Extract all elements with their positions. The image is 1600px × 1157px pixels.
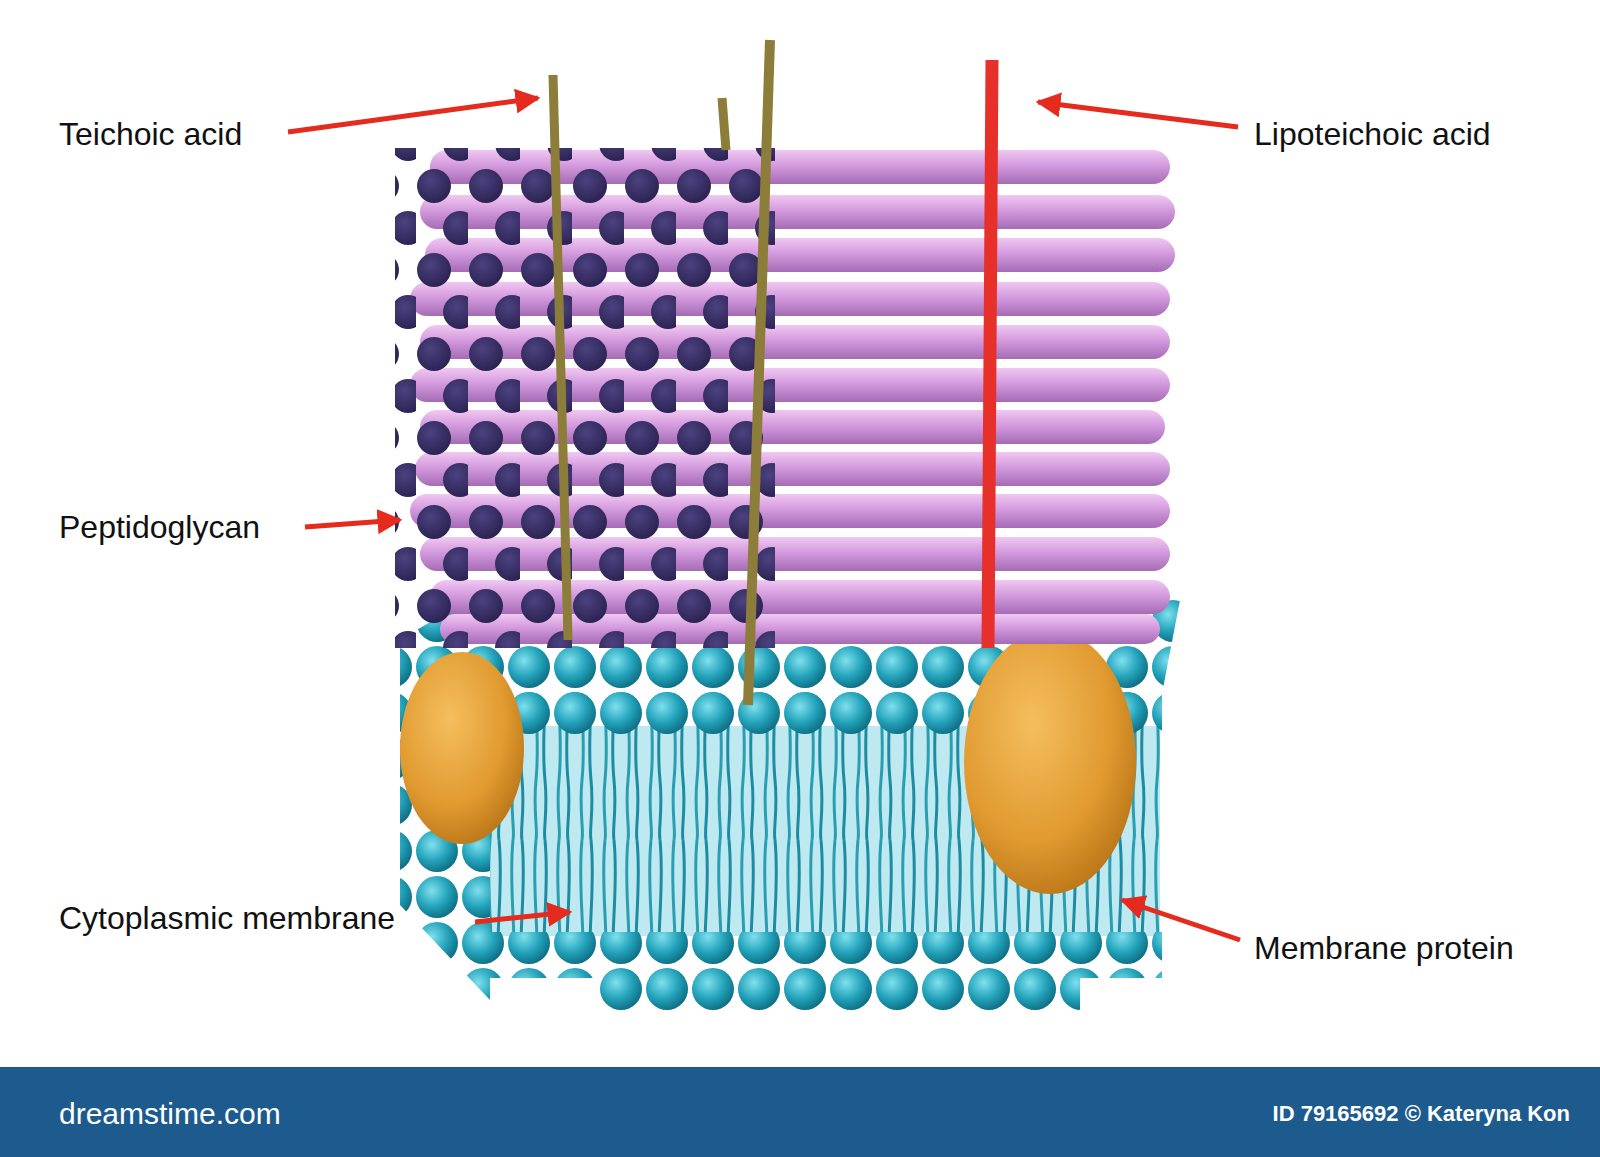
footer-band xyxy=(0,1067,1600,1157)
membrane-protein xyxy=(400,630,1136,894)
callout-label: Lipoteichoic acid xyxy=(1254,116,1491,153)
watermark-text: ID 79165692 © Kateryna Kon xyxy=(1273,1101,1570,1126)
callout-label: Cytoplasmic membrane xyxy=(59,900,395,937)
lipoteichoic-acid xyxy=(988,60,992,648)
teichoic-acid xyxy=(553,75,568,640)
leader-arrow xyxy=(288,98,1240,940)
watermark-text: dreamstime.com xyxy=(59,1097,281,1132)
callout-label: Peptidoglycan xyxy=(59,509,260,546)
cytoplasmic-membrane xyxy=(400,592,1180,1010)
callout-label: Teichoic acid xyxy=(59,116,242,153)
peptidoglycan xyxy=(395,148,1175,648)
callout-label: Membrane protein xyxy=(1254,930,1514,967)
teichoic-acid xyxy=(748,40,770,705)
teichoic-acid xyxy=(722,98,726,150)
